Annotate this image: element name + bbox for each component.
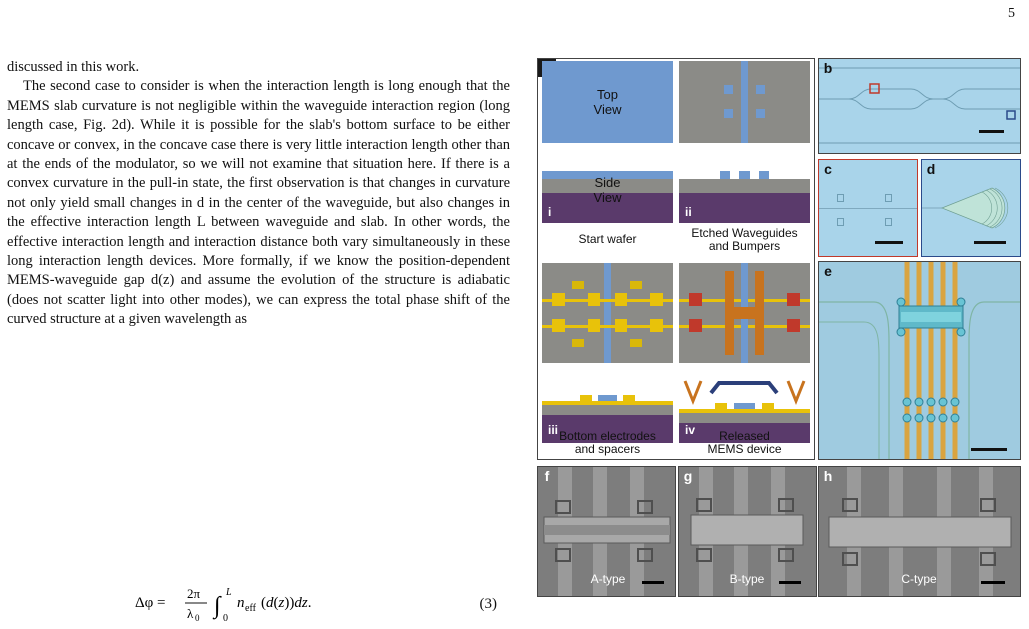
svg-text:∫: ∫	[212, 593, 222, 620]
panel-f-label: f	[544, 468, 550, 484]
caption-ii: Etched Waveguides and Bumpers	[691, 226, 798, 253]
page-number: 5	[1008, 6, 1015, 21]
panel-g-sem: g B-type	[678, 466, 817, 597]
svg-text:eff: eff	[245, 603, 257, 614]
panel-c-label: c	[824, 161, 832, 177]
panel-b-waveguides	[819, 67, 1020, 144]
panel-d: d	[921, 159, 1021, 257]
step-ii-topview	[679, 61, 810, 143]
panel-g-label: g	[683, 468, 693, 484]
sem-b-type	[690, 467, 804, 596]
svg-text:n: n	[237, 595, 245, 611]
panel-b: b	[818, 58, 1021, 154]
paragraph-2: The second case to consider is when the …	[7, 78, 510, 328]
step-i-sideview: Side View i	[542, 171, 673, 223]
equation-formula: Δφ = 2π λ 0 ∫ L 0 n eff (d(z))dz.	[135, 586, 311, 624]
sem-a-type	[543, 467, 671, 596]
paragraph-1: discussed in this work.	[7, 59, 140, 75]
caption-iii: Bottom electrodes and spacers	[559, 429, 656, 456]
svg-text:(d(z))dz.: (d(z))dz.	[261, 595, 311, 611]
panel-b-label: b	[823, 60, 833, 76]
grating-coupler	[922, 187, 1009, 229]
step-iii-sideview: iii	[542, 395, 673, 443]
panel-f-scalebar	[642, 581, 664, 584]
device-micrograph	[819, 262, 1020, 459]
svg-text:2π: 2π	[187, 586, 201, 601]
step-ii-sideview: ii	[679, 171, 810, 223]
svg-text:λ: λ	[187, 606, 194, 621]
svg-text:L: L	[225, 587, 232, 598]
equation-3: Δφ = 2π λ 0 ∫ L 0 n eff (d(z))dz. (3)	[135, 583, 515, 624]
panel-g-scalebar	[779, 581, 801, 584]
equation-number: (3)	[479, 596, 498, 612]
step-iii-numeral: iii	[548, 423, 559, 437]
step-ii-numeral: ii	[685, 205, 692, 219]
panel-b-scalebar	[979, 130, 1004, 133]
zoom-box-d	[1006, 110, 1016, 120]
svg-text:0: 0	[195, 613, 200, 623]
panel-h-scalebar	[981, 581, 1005, 584]
panel-c: c	[818, 159, 918, 257]
panel-h-label: h	[823, 468, 833, 484]
step-iv-numeral: iv	[685, 423, 696, 437]
panel-e: e	[818, 261, 1021, 460]
released-mems-sideview	[679, 380, 810, 443]
type-label-c: C-type	[901, 572, 937, 586]
top-view-label: Top View	[593, 87, 622, 117]
step-iv-sideview: iv	[679, 369, 810, 443]
step-iii-topview	[542, 263, 673, 363]
panel-d-label: d	[926, 161, 936, 177]
panel-h-sem: h C-type	[818, 466, 1021, 597]
panel-c-scalebar	[875, 241, 903, 244]
caption-i: Start wafer	[578, 232, 637, 246]
type-label-a: A-type	[590, 572, 626, 586]
panel-a: a Top View Side View i Start wafer ii Et…	[537, 58, 815, 460]
svg-text:0: 0	[223, 613, 228, 623]
step-iv-topview	[679, 263, 810, 363]
panel-f-sem: f A-type	[537, 466, 676, 597]
text-column: discussed in this work. The second case …	[7, 58, 510, 330]
side-view-label: Side View	[593, 175, 622, 205]
type-label-b: B-type	[729, 572, 765, 586]
step-i-numeral: i	[548, 205, 552, 219]
zoom-box-c	[869, 83, 880, 94]
panel-e-scalebar	[971, 448, 1007, 451]
panel-d-scalebar	[974, 241, 1006, 244]
step-i-topview: Top View	[542, 61, 673, 143]
panel-e-label: e	[824, 263, 832, 279]
svg-text:Δφ =: Δφ =	[135, 595, 166, 611]
caption-iv: Released MEMS device	[707, 429, 782, 456]
sem-c-type	[828, 467, 1012, 596]
